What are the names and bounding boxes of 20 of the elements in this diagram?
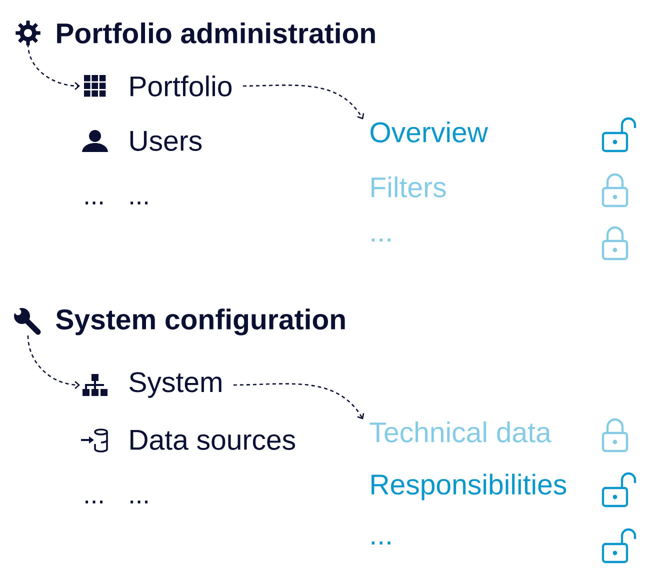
permission-item: ... bbox=[372, 541, 390, 545]
permission-item: Filters bbox=[372, 176, 446, 198]
permission-item: Technical data bbox=[370, 422, 552, 442]
ellipsis-text: ... bbox=[86, 500, 102, 504]
dashed-arrow bbox=[233, 383, 364, 420]
menu-item: System bbox=[130, 372, 222, 398]
ellipsis-text: ... bbox=[130, 500, 148, 504]
dashed-arrow bbox=[27, 44, 80, 90]
dashed-arrow bbox=[242, 84, 364, 120]
permission-item: Responsibilities bbox=[372, 474, 566, 500]
section-heading: Portfolio administration bbox=[57, 22, 375, 44]
dashed-arrow bbox=[27, 336, 80, 389]
permission-item: Overview bbox=[370, 122, 488, 142]
ellipsis-text: ... bbox=[130, 202, 148, 204]
menu-item: Users bbox=[130, 131, 202, 151]
menu-item: Portfolio bbox=[130, 76, 232, 96]
ellipsis-text: ... bbox=[86, 202, 102, 204]
permission-item: ... bbox=[372, 238, 390, 242]
section-heading: System configuration bbox=[56, 308, 345, 336]
menu-item: Data sources bbox=[130, 430, 296, 450]
